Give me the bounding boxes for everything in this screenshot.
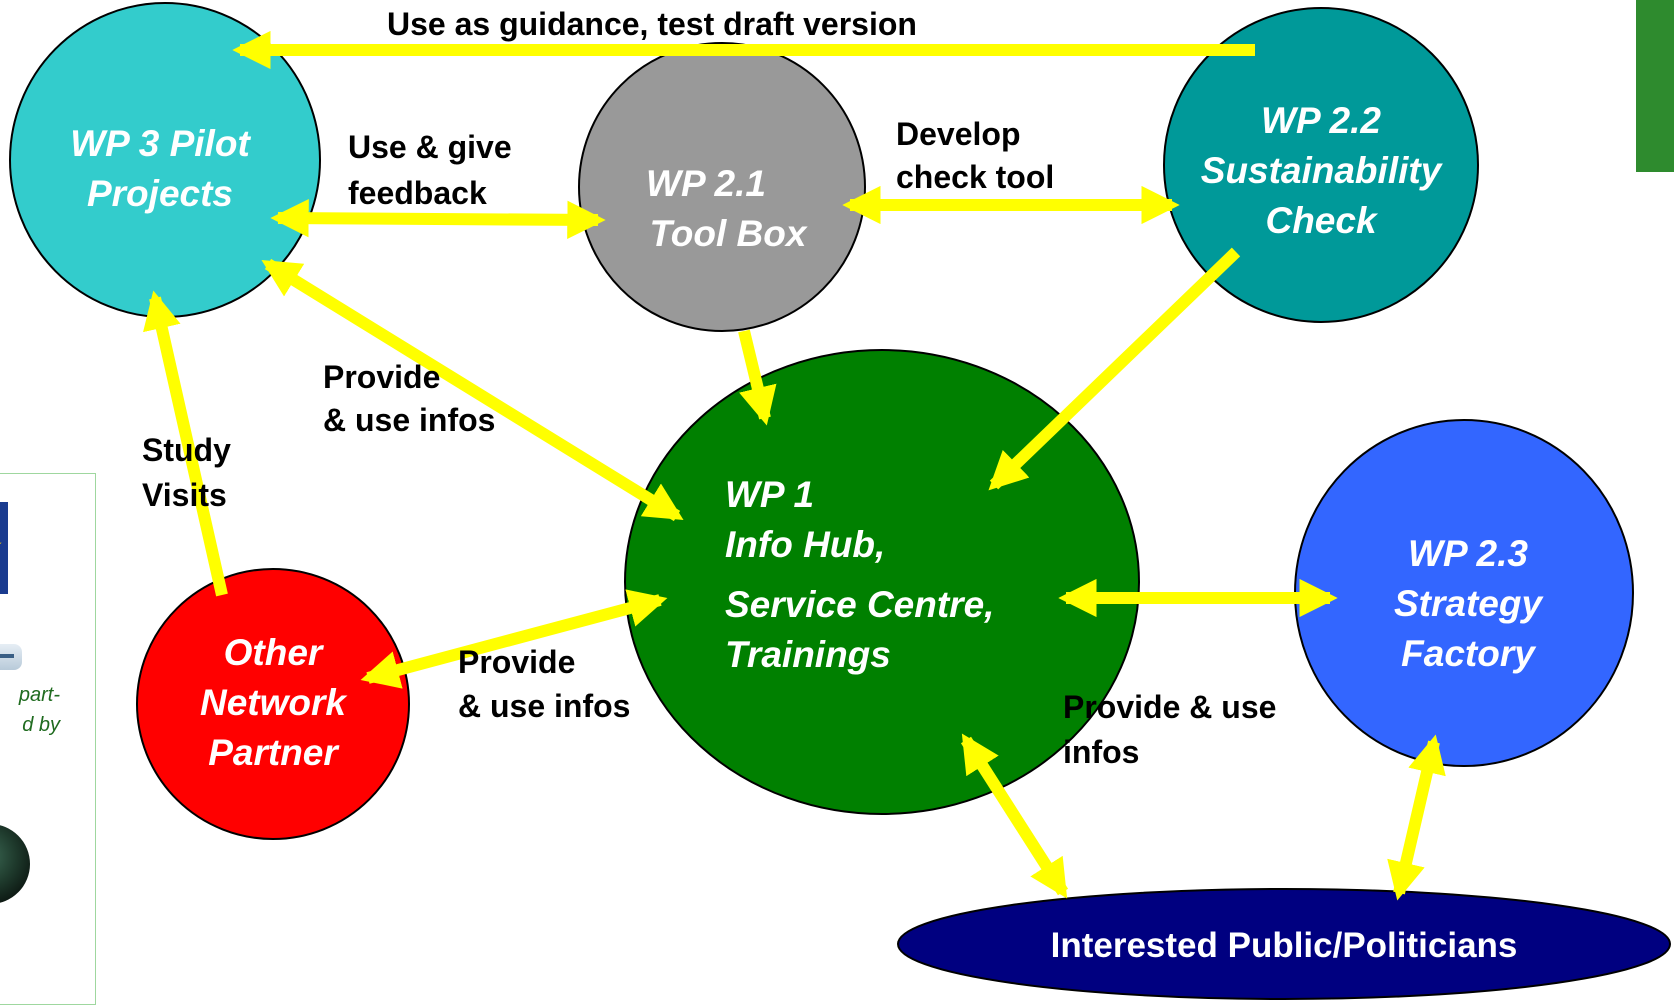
arrow-study-visits bbox=[143, 290, 228, 597]
wp22-label: WP 2.2 bbox=[1261, 100, 1381, 141]
side-panel-text: part- d by bbox=[0, 680, 60, 740]
wp22-label: Check bbox=[1265, 200, 1378, 241]
wp1-label: Service Centre, bbox=[725, 584, 994, 625]
arrow-wp21-wp1 bbox=[738, 329, 777, 426]
wp23-label: Strategy bbox=[1394, 583, 1544, 624]
wp21-label: Tool Box bbox=[650, 213, 808, 254]
eu-flag-icon: ★ ★ ★ ★ bbox=[0, 502, 8, 594]
edge-label-use-feedback: feedback bbox=[348, 175, 487, 211]
wp3-label: WP 3 Pilot bbox=[70, 123, 251, 164]
wp21-label: WP 2.1 bbox=[646, 163, 766, 204]
wp22-label: Sustainability bbox=[1201, 150, 1444, 191]
wp1-label: WP 1 bbox=[725, 474, 814, 515]
edge-label-study-visits: Visits bbox=[142, 477, 227, 513]
other-partner-label: Partner bbox=[208, 732, 340, 773]
wp1-label: Info Hub, bbox=[725, 524, 885, 565]
other-partner-label: Other bbox=[224, 632, 325, 673]
node-public bbox=[897, 888, 1671, 1000]
edge-label-provide-right: Provide & use bbox=[1063, 689, 1276, 725]
wp3-label: Projects bbox=[87, 173, 233, 214]
edge-label-develop: Develop bbox=[896, 116, 1020, 152]
edge-label-provide-mid: & use infos bbox=[458, 688, 630, 724]
edge-label-guidance: Use as guidance, test draft version bbox=[387, 6, 917, 42]
edge-label-use-feedback: Use & give bbox=[348, 129, 512, 165]
edge-label-provide-left: Provide bbox=[323, 359, 440, 395]
region-logo bbox=[0, 644, 22, 670]
arrows bbox=[143, 30, 1446, 901]
green-corner-tab bbox=[1636, 0, 1674, 172]
arrow-wp22-wp1 bbox=[988, 247, 1241, 491]
arrow-wp23-public bbox=[1387, 734, 1446, 901]
arrow-other-wp1 bbox=[360, 589, 668, 689]
wp1-label: Trainings bbox=[725, 634, 891, 675]
side-logo-panel: ★ ★ ★ ★ part- d by bbox=[0, 473, 96, 1005]
side-text-line: d by bbox=[22, 714, 60, 736]
edge-label-provide-mid: Provide bbox=[458, 644, 575, 680]
other-partner-label: Network bbox=[200, 682, 348, 723]
public-label: Interested Public/Politicians bbox=[1051, 926, 1518, 965]
wp23-label: WP 2.3 bbox=[1408, 533, 1528, 574]
arrow-use-feedback bbox=[270, 198, 606, 240]
edge-label-develop: check tool bbox=[896, 159, 1054, 195]
edge-label-provide-left: & use infos bbox=[323, 402, 495, 438]
edge-label-study-visits: Study bbox=[142, 432, 231, 468]
arrow-wp3-wp1 bbox=[261, 258, 684, 522]
arrow-wp1-public bbox=[960, 733, 1069, 899]
node-other-partner bbox=[136, 568, 410, 840]
wp23-label: Factory bbox=[1401, 633, 1537, 674]
edge-label-provide-right: infos bbox=[1063, 734, 1139, 770]
node-wp22 bbox=[1163, 7, 1479, 323]
side-text-line: part- bbox=[18, 684, 60, 706]
